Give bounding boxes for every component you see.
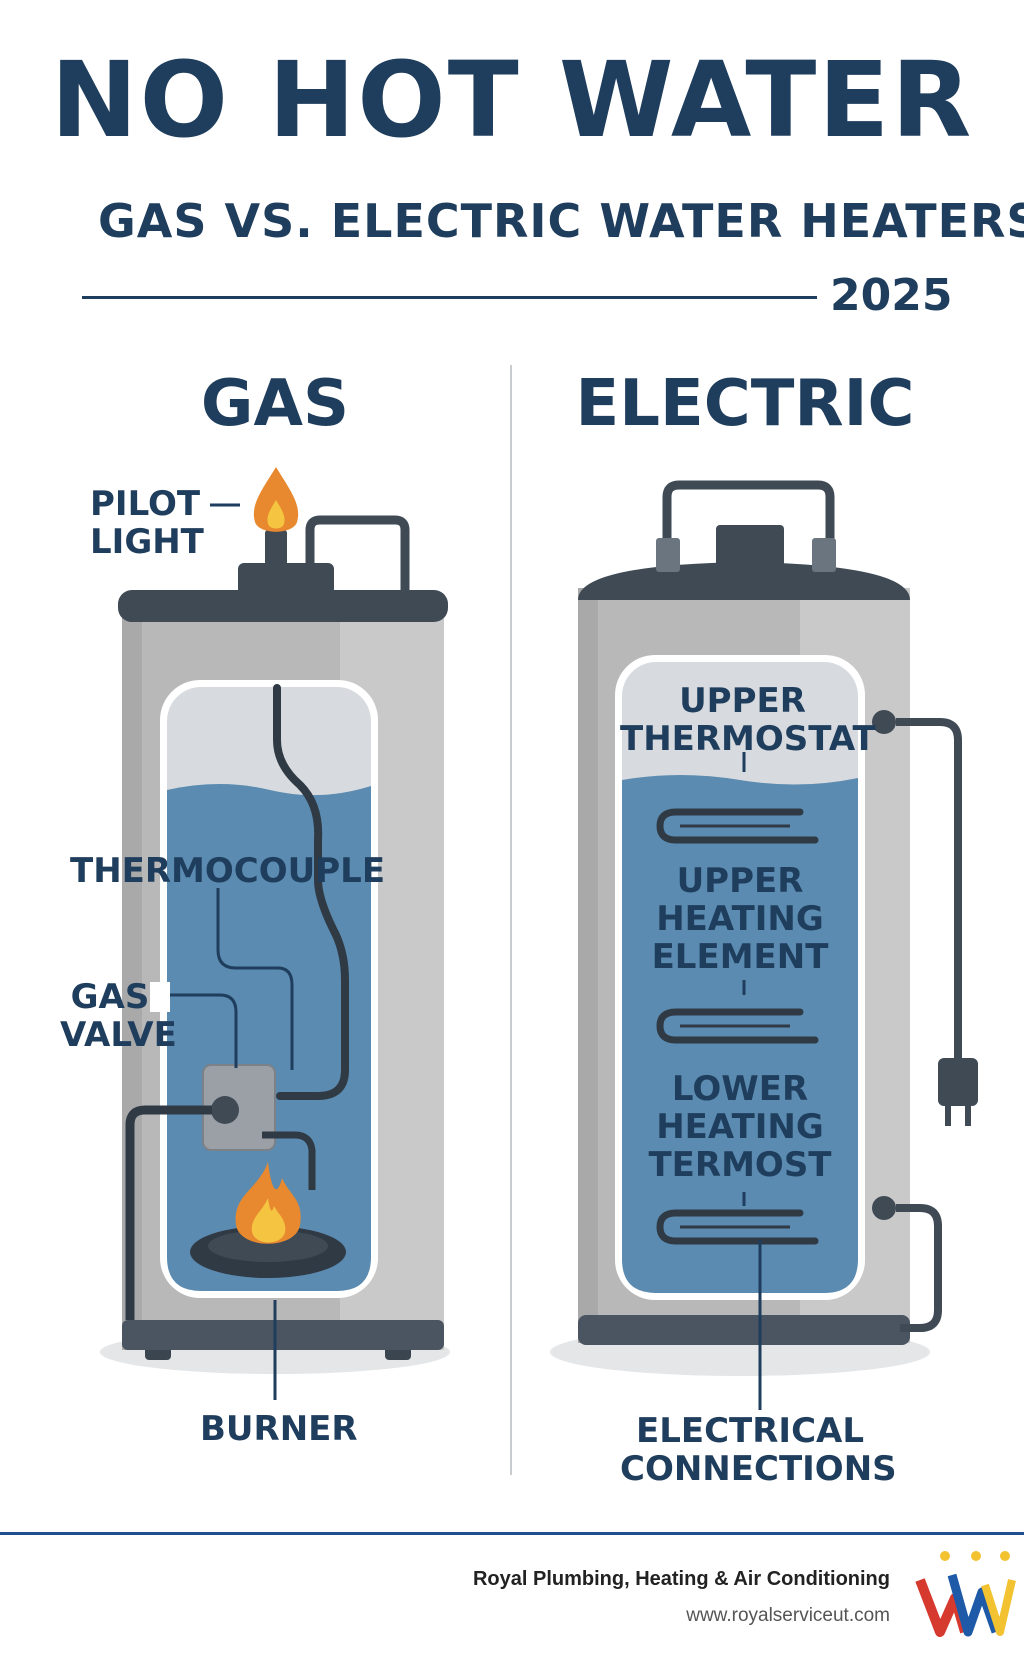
page-subtitle: GAS VS. ELECTRIC WATER HEATERS bbox=[98, 194, 1024, 248]
gas-flue-pipe bbox=[305, 515, 410, 605]
power-plug-icon bbox=[938, 1058, 978, 1106]
column-divider bbox=[510, 365, 512, 1475]
thermocouple-tube bbox=[273, 684, 349, 1100]
gas-heading: GAS bbox=[200, 367, 350, 441]
electric-water-heater bbox=[550, 480, 978, 1410]
pilot-flame-icon bbox=[253, 467, 299, 532]
year-label: 2025 bbox=[830, 270, 953, 321]
middle-element-coil bbox=[656, 1008, 819, 1044]
footer-divider bbox=[0, 1532, 1024, 1535]
electric-heading: ELECTRIC bbox=[575, 367, 915, 441]
page-title: NO HOT WATER bbox=[50, 39, 974, 161]
website-link[interactable]: www.royalserviceut.com bbox=[686, 1605, 890, 1626]
gas-water-heater bbox=[100, 467, 450, 1400]
lower-element-coil bbox=[656, 1209, 819, 1245]
upper-element-coil bbox=[656, 808, 819, 844]
thermocouple-label: THERMOCOUPLE bbox=[70, 851, 386, 891]
header-divider bbox=[82, 296, 817, 299]
gas-supply-pipe bbox=[125, 1105, 212, 1320]
power-cord bbox=[896, 718, 962, 1060]
burner-label: BURNER bbox=[200, 1409, 358, 1449]
company-name: Royal Plumbing, Heating & Air Conditioni… bbox=[472, 1568, 890, 1590]
royal-crown-logo bbox=[915, 1551, 1016, 1637]
